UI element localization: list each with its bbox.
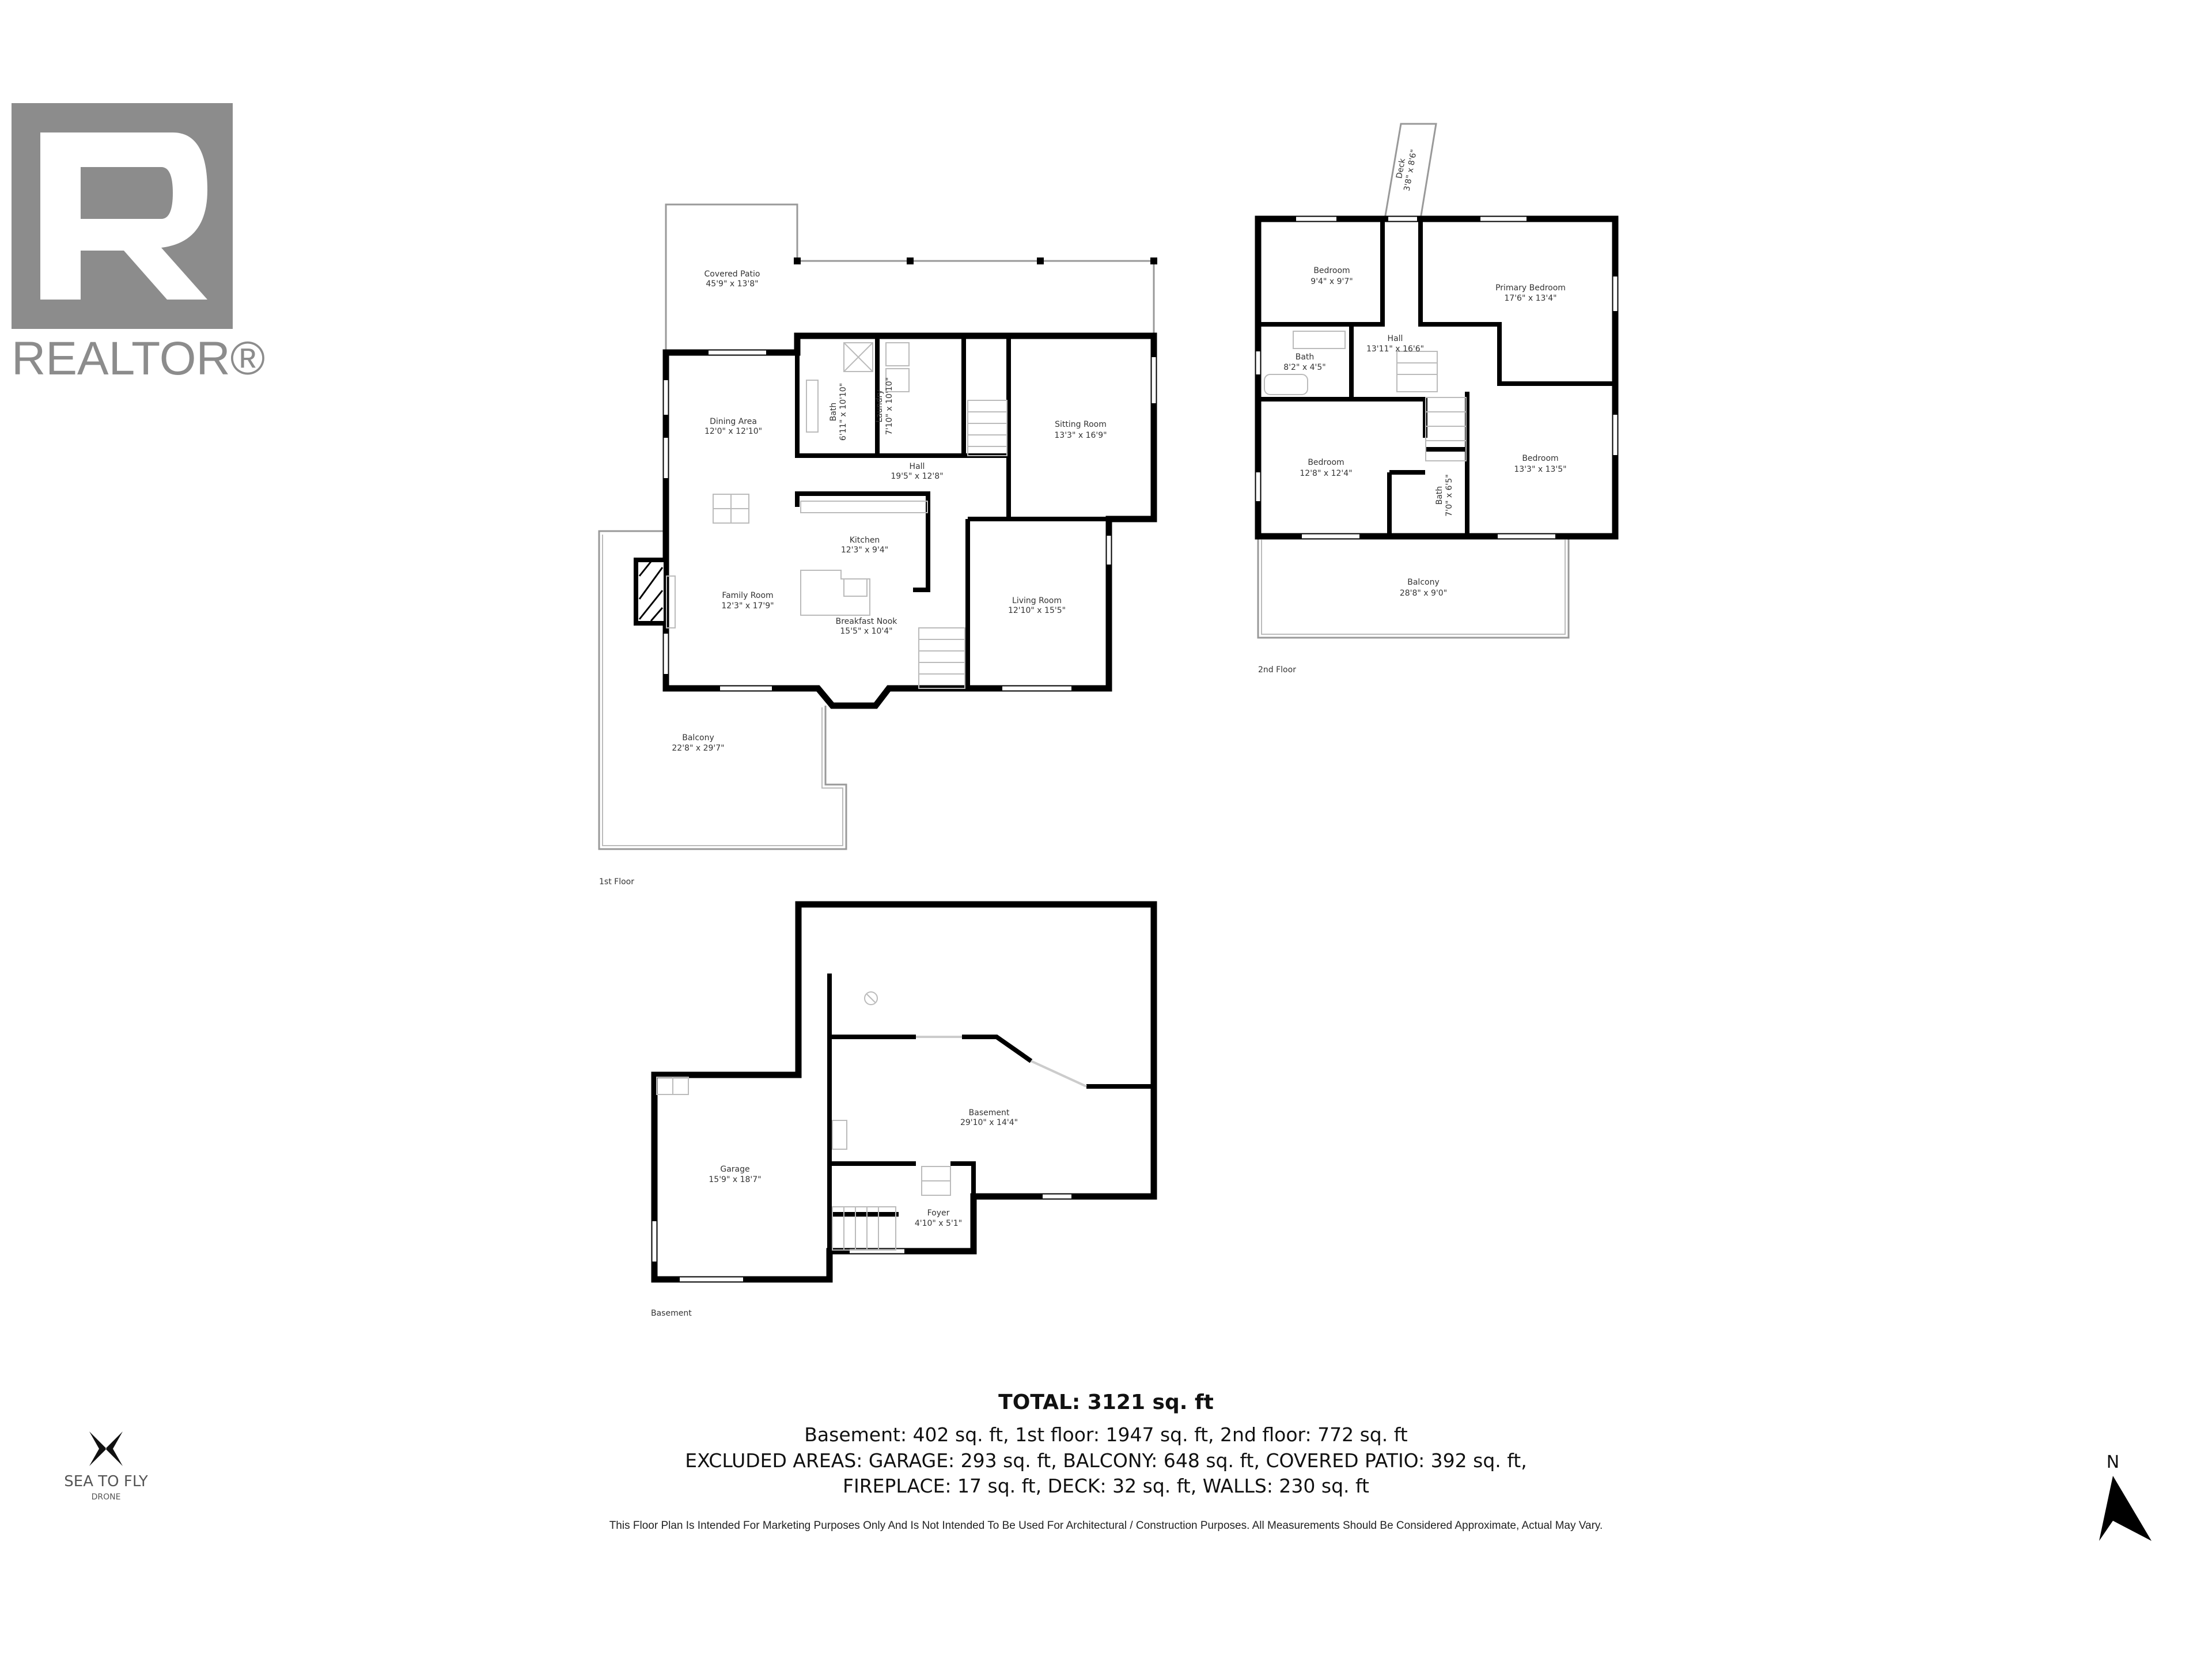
room-name-balcony: Balcony xyxy=(682,733,714,743)
room-name-laundry: Laundry xyxy=(875,389,884,422)
first-floor-caption: 1st Floor xyxy=(599,877,634,887)
area-summary: TOTAL: 3121 sq. ft Basement: 402 sq. ft,… xyxy=(609,1391,1603,1532)
basement-plan: Basement 29'10" x 14'4" Garage 15'9" x 1… xyxy=(651,901,1157,1318)
room-size-garage: 15'9" x 18'7" xyxy=(709,1175,761,1184)
room-name-bedroom: Bedroom xyxy=(1313,266,1350,275)
room-size-family-room: 12'3" x 17'9" xyxy=(721,601,774,611)
room-name-sitting-room: Sitting Room xyxy=(1055,420,1107,429)
room-name-bedroom: Bedroom xyxy=(1522,454,1558,463)
room-size-basement: 29'10" x 14'4" xyxy=(960,1118,1018,1127)
north-compass: N xyxy=(2099,1452,2152,1541)
room-size-balcony: 28'8" x 9'0" xyxy=(1400,589,1447,598)
room-size-bedroom: 13'3" x 13'5" xyxy=(1514,465,1566,474)
room-name-covered-patio: Covered Patio xyxy=(704,270,760,279)
room-name-deck: Deck xyxy=(1395,157,1407,179)
room-size-living-room: 12'10" x 15'5" xyxy=(1008,606,1066,615)
room-name-hall: Hall xyxy=(910,462,925,471)
room-size-dining-area: 12'0" x 12'10" xyxy=(704,427,762,436)
stairs-icon xyxy=(656,991,951,1251)
room-size-bath: 6'11" x 10'10" xyxy=(839,383,848,441)
room-size-breakfast-nook: 15'5" x 10'4" xyxy=(840,627,892,636)
room-name-garage: Garage xyxy=(720,1165,749,1174)
room-name-foyer: Foyer xyxy=(927,1209,950,1218)
room-name-bedroom: Bedroom xyxy=(1308,458,1344,467)
room-size-bath: 7'0" x 6'5" xyxy=(1445,474,1454,516)
second-floor-plan: Bedroom 9'4" x 9'7" Primary Bedroom 17'6… xyxy=(1255,123,1619,675)
second-floor-caption: 2nd Floor xyxy=(1258,665,1296,675)
excluded-areas-2: FIREPLACE: 17 sq. ft, DECK: 32 sq. ft, W… xyxy=(843,1475,1369,1497)
sea-to-fly-logo: SEA TO FLY DRONE xyxy=(64,1431,148,1502)
room-name-kitchen: Kitchen xyxy=(850,536,880,545)
room-name-bath: Bath xyxy=(1435,486,1444,505)
room-name-bath: Bath xyxy=(829,403,838,422)
room-size-laundry: 7'10" x 10'10" xyxy=(885,377,894,435)
basement-caption: Basement xyxy=(651,1309,692,1318)
room-size-bedroom: 12'8" x 12'4" xyxy=(1300,469,1352,478)
stairs-icon xyxy=(1264,331,1467,461)
room-size-primary-bedroom: 17'6" x 13'4" xyxy=(1504,294,1556,303)
room-size-covered-patio: 45'9" x 13'8" xyxy=(706,279,758,289)
room-size-bedroom: 9'4" x 9'7" xyxy=(1310,277,1353,286)
room-name-family-room: Family Room xyxy=(722,591,773,600)
room-size-hall: 19'5" x 12'8" xyxy=(891,472,943,481)
room-size-balcony: 22'8" x 29'7" xyxy=(672,744,724,753)
room-size-bath: 8'2" x 4'5" xyxy=(1283,363,1325,372)
drone-logo-subtext: DRONE xyxy=(92,1493,121,1502)
floor-areas: Basement: 402 sq. ft, 1st floor: 1947 sq… xyxy=(804,1423,1407,1446)
room-name-balcony: Balcony xyxy=(1407,578,1440,587)
north-arrow-icon xyxy=(2099,1476,2152,1541)
realtor-logo-text: REALTOR® xyxy=(12,332,265,385)
room-size-sitting-room: 13'3" x 16'9" xyxy=(1054,431,1107,440)
room-name-living-room: Living Room xyxy=(1012,596,1062,605)
room-name-dining-area: Dining Area xyxy=(710,417,757,426)
realtor-logo: REALTOR® xyxy=(12,103,265,385)
stairs-icon xyxy=(713,400,1007,689)
room-size-foyer: 4'10" x 5'1" xyxy=(915,1219,962,1228)
room-name-breakfast-nook: Breakfast Nook xyxy=(836,617,898,626)
disclaimer: This Floor Plan Is Intended For Marketin… xyxy=(609,1520,1603,1532)
room-name-basement: Basement xyxy=(969,1108,1010,1118)
room-size-hall: 13'11" x 16'6" xyxy=(1366,344,1424,354)
room-name-bath: Bath xyxy=(1296,353,1315,362)
excluded-areas-1: EXCLUDED AREAS: GARAGE: 293 sq. ft, BALC… xyxy=(685,1449,1527,1472)
room-name-hall: Hall xyxy=(1388,334,1403,343)
first-floor-plan: Covered Patio 45'9" x 13'8" Dining Area … xyxy=(598,203,1157,887)
room-name-primary-bedroom: Primary Bedroom xyxy=(1495,283,1566,293)
total-area: TOTAL: 3121 sq. ft xyxy=(998,1391,1214,1414)
drone-logo-text: SEA TO FLY xyxy=(64,1473,148,1490)
room-size-kitchen: 12'3" x 9'4" xyxy=(841,546,888,555)
north-label: N xyxy=(2107,1452,2119,1472)
